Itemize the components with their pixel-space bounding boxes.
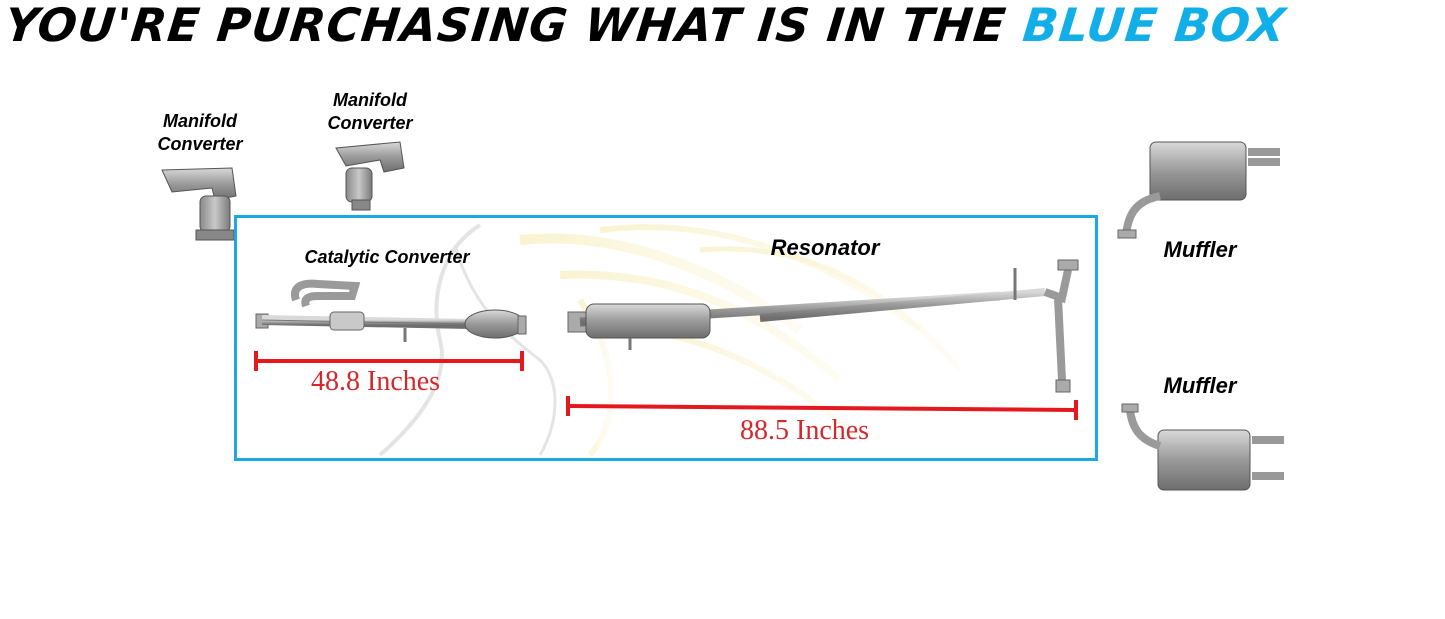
catalytic-converter-part (255, 279, 527, 342)
catalytic-dimension-line (254, 351, 524, 371)
resonator-part (567, 259, 1079, 393)
muffler-bottom-part (1121, 403, 1284, 491)
label-muffler-top: Muffler (1163, 237, 1237, 262)
label-catalytic-converter: Catalytic Converter (304, 247, 470, 267)
blue-box-highlight (234, 215, 1098, 461)
muffler-top-part (1117, 141, 1280, 239)
label-manifold-converter-left: Manifold Converter (157, 111, 243, 154)
dimension-catalytic: 48.8 Inches (311, 366, 441, 397)
label-manifold-converter-right: Manifold Converter (327, 90, 413, 133)
resonator-dimension-line (566, 396, 1078, 420)
manifold-converter-right-part (335, 141, 405, 211)
label-resonator: Resonator (770, 235, 880, 260)
manifold-converter-left-part (161, 167, 237, 241)
dimension-resonator: 88.5 Inches (740, 415, 870, 446)
label-muffler-bottom: Muffler (1163, 373, 1237, 398)
